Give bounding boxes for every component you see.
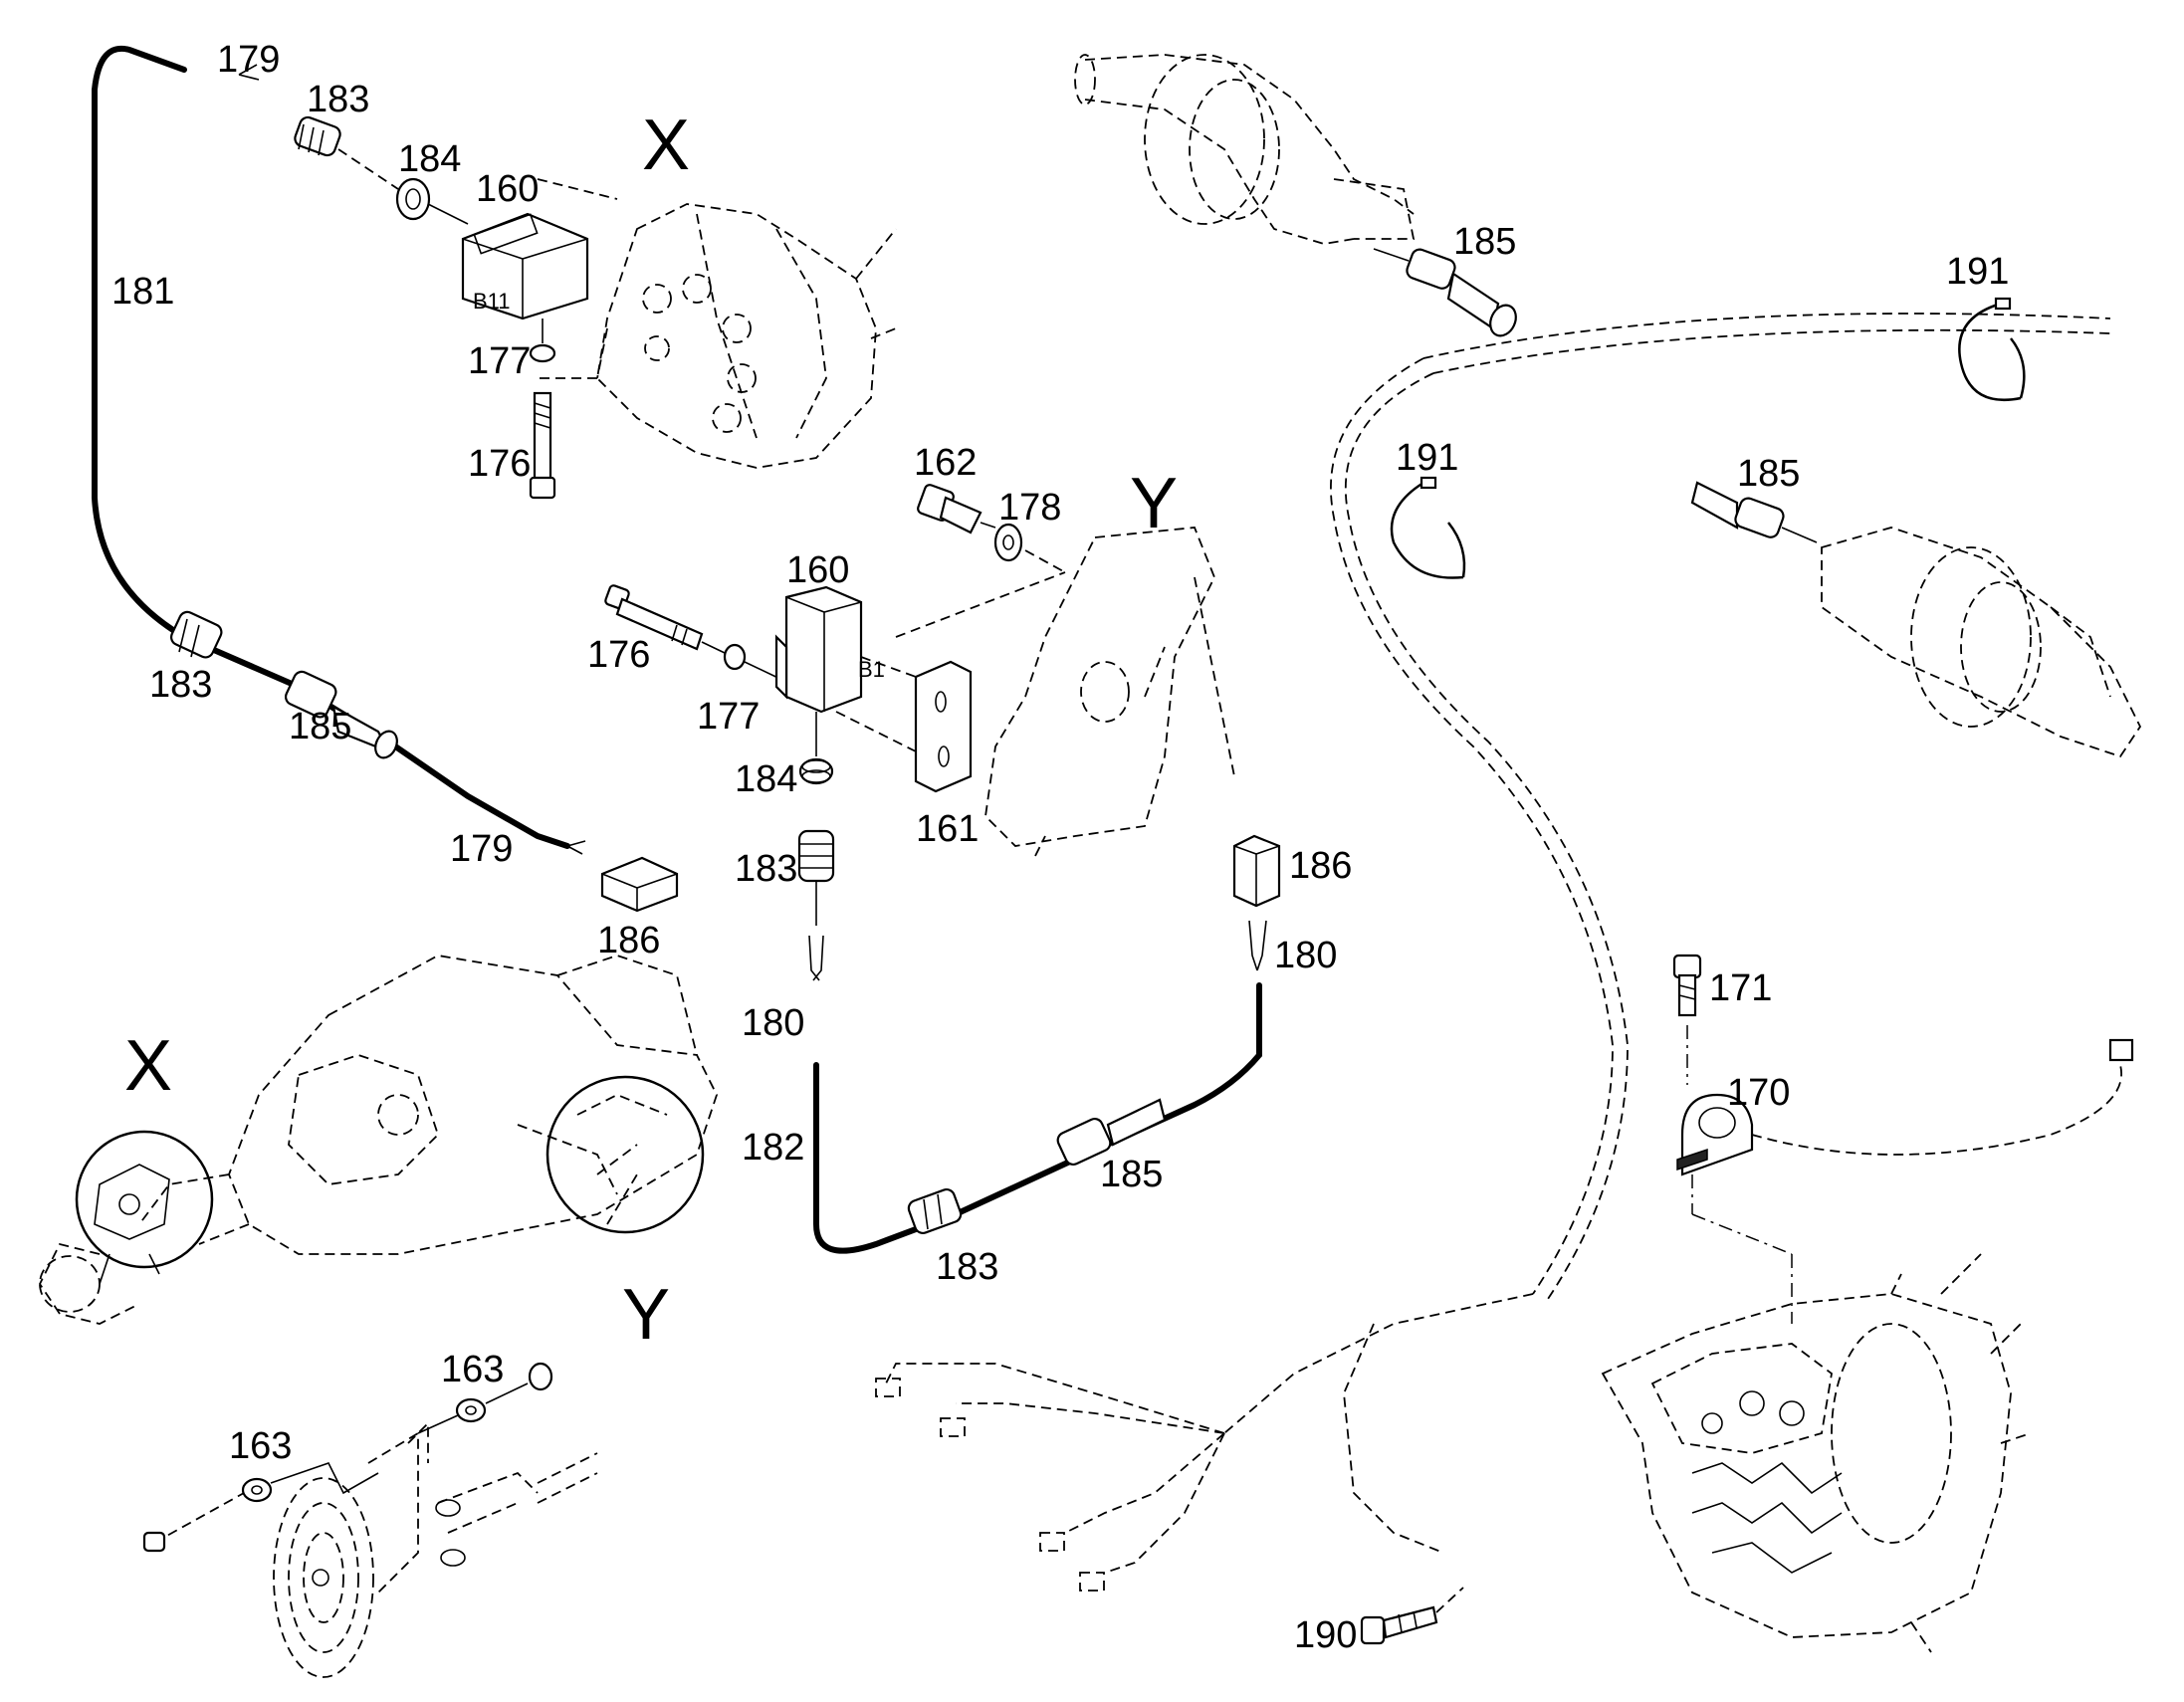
callout-162: 162	[914, 442, 977, 484]
sensor-160-b1	[774, 585, 917, 752]
callout-183: 183	[936, 1246, 998, 1288]
sensor-160-b11	[461, 178, 618, 320]
harness-lower	[875, 1293, 1534, 1592]
callout-186: 186	[1289, 845, 1352, 887]
callout-176: 176	[587, 634, 650, 676]
callout-176: 176	[468, 443, 531, 485]
clip-191-right	[1958, 297, 2026, 402]
gland-183-left	[169, 610, 223, 659]
callout-177: 177	[468, 340, 531, 382]
callout-180: 180	[742, 1002, 804, 1044]
detail-circle-x	[75, 1130, 214, 1269]
gland-185-right	[1690, 481, 1818, 543]
bolt-162	[917, 484, 996, 534]
callout-179: 179	[450, 828, 513, 870]
detail-circle-y	[546, 1075, 705, 1234]
gland-185-left	[284, 670, 398, 759]
callout-labels: 179 183 184 160 X B11 181 177 176 183 18…	[111, 39, 2009, 1656]
callout-181: 181	[111, 271, 174, 313]
washer-163-left	[142, 1462, 379, 1553]
sensor-code-b1: B1	[858, 657, 885, 682]
alternator	[273, 1420, 598, 1678]
callout-190: 190	[1294, 1614, 1357, 1656]
clamp-170	[1676, 1038, 2134, 1324]
callout-184: 184	[398, 138, 461, 180]
bolt-176-mid	[604, 584, 704, 651]
callout-191: 191	[1396, 437, 1458, 479]
detail-label-y: Y	[622, 1275, 670, 1355]
plate-161	[895, 571, 1066, 793]
seal-184-mid	[798, 757, 834, 785]
sensor-code-b11: B11	[473, 289, 511, 314]
bolt-176-top	[529, 391, 556, 500]
gearbox-housing-top	[538, 203, 897, 469]
connector-186-right	[1232, 834, 1281, 908]
callout-184: 184	[735, 758, 797, 800]
callout-191: 191	[1946, 251, 2009, 293]
bolt-190	[1360, 1587, 1464, 1645]
callout-163: 163	[441, 1349, 504, 1390]
seal-184-top	[395, 177, 431, 221]
gland-183-lower	[907, 1187, 963, 1235]
callout-160: 160	[476, 168, 539, 210]
harness-top-right	[1330, 313, 2111, 1300]
view-label-x: X	[642, 106, 690, 185]
callout-161: 161	[916, 808, 979, 850]
callout-182: 182	[742, 1127, 804, 1169]
gearbox-housing-lower	[38, 955, 718, 1325]
callout-185: 185	[1737, 453, 1800, 495]
callout-171: 171	[1709, 967, 1772, 1009]
callout-180: 180	[1274, 935, 1337, 976]
callout-179: 179	[217, 39, 280, 81]
callout-185: 185	[1453, 221, 1516, 263]
detail-label-x: X	[124, 1026, 172, 1106]
washer-178	[993, 523, 1066, 573]
leader-line	[337, 148, 399, 190]
callout-183: 183	[149, 664, 212, 706]
washer-177-top	[529, 343, 556, 363]
callout-160: 160	[786, 549, 849, 591]
gland-183-mid	[797, 829, 835, 883]
connector-186-left	[600, 856, 679, 913]
callout-183: 183	[307, 79, 369, 120]
axle-shaft-top	[1074, 54, 1416, 245]
axle-shaft-right	[1821, 527, 2142, 758]
clip-191-left	[1390, 476, 1466, 579]
bolt-171	[1672, 954, 1702, 1085]
callout-163: 163	[229, 1425, 292, 1467]
callout-183: 183	[735, 848, 797, 890]
callout-178: 178	[998, 487, 1061, 529]
view-label-y: Y	[1130, 464, 1178, 543]
engine-block	[1601, 1253, 2032, 1653]
gland-185-top	[1373, 248, 1517, 337]
callout-185: 185	[1100, 1154, 1163, 1195]
leader-line	[427, 203, 469, 225]
gland-183-top	[294, 115, 341, 157]
detail-x-content	[94, 1164, 170, 1285]
bracket-161-mount	[984, 527, 1235, 857]
cable-182	[808, 920, 1267, 1254]
callout-186: 186	[597, 920, 660, 961]
cable-181	[92, 45, 586, 855]
detail-y-content	[576, 1094, 668, 1225]
washer-163-right	[417, 1362, 553, 1434]
gland-185-mid	[1056, 1098, 1167, 1167]
washer-177-mid	[701, 641, 787, 683]
callout-185: 185	[289, 706, 351, 747]
callout-177: 177	[697, 696, 760, 738]
callout-170: 170	[1727, 1072, 1790, 1114]
